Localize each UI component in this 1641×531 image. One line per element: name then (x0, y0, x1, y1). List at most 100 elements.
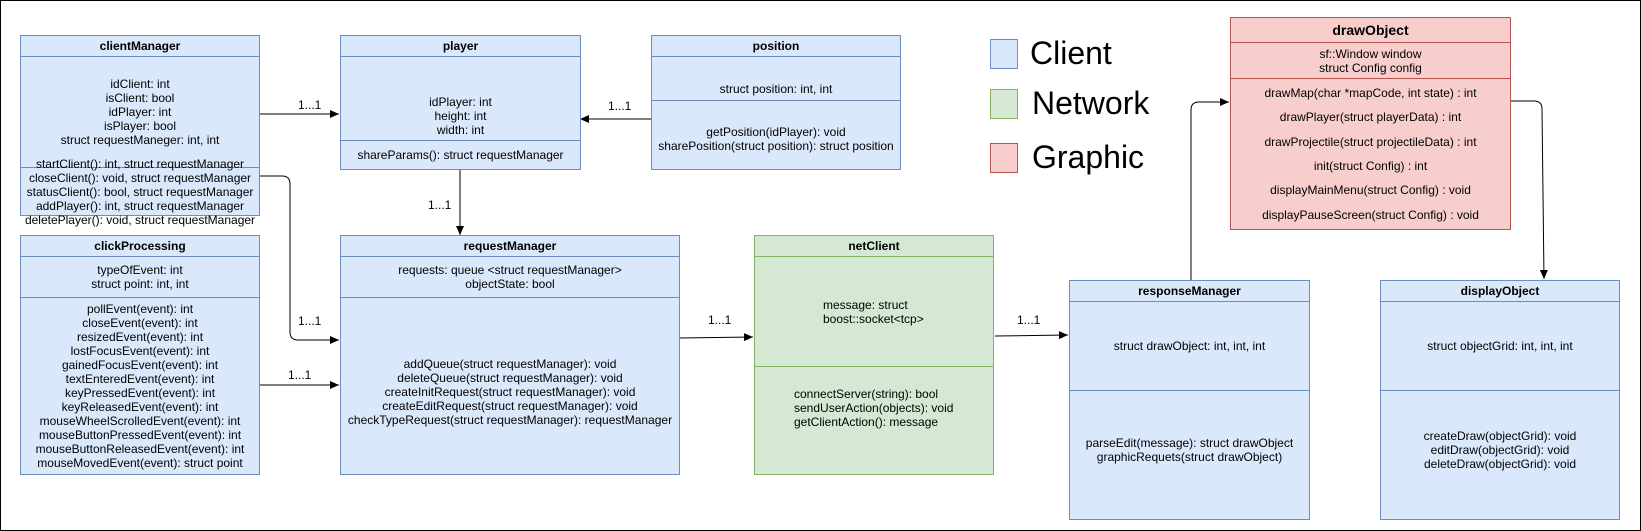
method: createInitRequest(struct requestManager)… (384, 385, 636, 399)
attribute: requests: queue <struct requestManager> (398, 263, 622, 277)
attributes-section: typeOfEvent: int struct point: int, int (21, 257, 259, 297)
method: deleteDraw(objectGrid): void (1423, 457, 1577, 471)
attribute: struct point: int, int (91, 277, 189, 291)
class-title: netClient (755, 236, 993, 257)
legend-swatch (990, 142, 1018, 173)
edge-drawobject-displayobject (1511, 100, 1548, 280)
class-title: clientManager (21, 36, 259, 57)
method: statusClient(): bool, struct requestMana… (26, 184, 254, 199)
method: createDraw(objectGrid): void (1423, 429, 1577, 443)
attribute: idPlayer: int (108, 105, 172, 119)
multiplicity-request-net: 1...1 (708, 313, 732, 327)
multiplicity-player-request: 1...1 (428, 198, 452, 212)
method: addPlayer(): int, struct requestManager (35, 198, 245, 213)
legend-label: Graphic (1032, 139, 1145, 175)
attribute: message: struct (823, 298, 908, 312)
method: addQueue(struct requestManager): void (403, 357, 617, 371)
class-title: displayObject (1381, 281, 1619, 302)
method: displayMainMenu(struct Config) : void (1270, 183, 1471, 198)
methods-section: startClient(): int, struct requestManage… (21, 157, 259, 227)
class-clientmanager[interactable]: clientManager idClient: int isClient: bo… (20, 35, 260, 227)
method: drawProjectile(struct projectileData) : … (1264, 134, 1477, 149)
attribute: isClient: bool (105, 91, 175, 105)
legend-swatch (990, 88, 1018, 119)
class-netclient[interactable]: netClient message: struct boost::socket<… (754, 235, 994, 475)
attributes-section: idClient: int isClient: bool idPlayer: i… (21, 57, 259, 167)
edge-clientmanager-requestmanager (260, 175, 339, 344)
method: keyPressedEvent(event): int (64, 386, 216, 400)
attribute: sf::Window window (1319, 46, 1422, 61)
method: mouseMovedEvent(event): struct point (37, 456, 243, 470)
attribute: struct objectGrid: int, int, int (1427, 339, 1573, 353)
methods-section: getPosition(idPlayer): void sharePositio… (652, 100, 900, 169)
attribute: height: int (434, 109, 487, 123)
methods-section: createDraw(objectGrid): void editDraw(ob… (1381, 390, 1619, 519)
legend-label: Network (1032, 85, 1150, 121)
legend-item-network: Network (990, 85, 1149, 122)
class-responsemanager[interactable]: responseManager struct drawObject: int, … (1069, 280, 1310, 520)
method: gainedFocusEvent(event): int (61, 358, 219, 372)
class-title: responseManager (1070, 281, 1309, 302)
method: closeEvent(event): int (82, 316, 198, 330)
edge-responsemanager-drawobject (1190, 98, 1229, 280)
legend-item-client: Client (990, 35, 1112, 72)
legend-swatch (990, 38, 1018, 69)
class-player[interactable]: player idPlayer: int height: int width: … (340, 35, 581, 170)
attributes-section: sf::Window window struct Config config (1231, 43, 1510, 78)
multiplicity-click-request: 1...1 (288, 368, 312, 382)
method: deleteQueue(struct requestManager): void (397, 371, 623, 385)
attributes-section: struct position: int, int (652, 57, 900, 120)
attribute: struct Config config (1319, 60, 1422, 75)
method: connectServer(string): bool (794, 386, 939, 401)
class-title: position (652, 36, 900, 57)
attribute: objectState: bool (465, 277, 555, 291)
method: closeClient(): void, struct requestManag… (28, 170, 252, 185)
method: lostFocusEvent(event): int (70, 344, 210, 358)
attributes-section: struct drawObject: int, int, int (1070, 302, 1309, 390)
attributes-section: requests: queue <struct requestManager> … (341, 257, 679, 297)
multiplicity-client-request: 1...1 (298, 314, 322, 328)
method: shareParams(): struct requestManager (357, 148, 564, 162)
methods-section: drawMap(char *mapCode, int state) : int … (1231, 78, 1510, 229)
class-requestmanager[interactable]: requestManager requests: queue <struct r… (340, 235, 680, 475)
class-drawobject[interactable]: drawObject sf::Window window struct Conf… (1230, 17, 1511, 230)
edge-netclient-responsemanager (994, 331, 1069, 340)
attribute: struct position: int, int (719, 81, 833, 96)
method: textEnteredEvent(event): int (65, 372, 215, 386)
method: drawPlayer(struct playerData) : int (1279, 110, 1462, 125)
attributes-section: idPlayer: int height: int width: int (341, 57, 580, 175)
method: editDraw(objectGrid): void (1430, 443, 1570, 457)
legend-item-graphic: Graphic (990, 139, 1144, 176)
attribute: width: int (436, 123, 485, 137)
attribute: boost::socket<tcp> (823, 312, 924, 326)
multiplicity-client-player: 1...1 (298, 98, 322, 112)
method: init(struct Config) : int (1313, 159, 1428, 174)
method: mouseWheelScrolledEvent(event): int (39, 414, 241, 428)
method: keyReleasedEvent(event): int (61, 400, 219, 414)
method: deletePlayer(): void, struct requestMana… (24, 212, 256, 227)
attribute: typeOfEvent: int (97, 263, 183, 277)
method: resizedEvent(event): int (76, 330, 204, 344)
class-position[interactable]: position struct position: int, int getPo… (651, 35, 901, 170)
class-clickprocessing[interactable]: clickProcessing typeOfEvent: int struct … (20, 235, 260, 475)
method: getPosition(idPlayer): void (706, 125, 846, 139)
multiplicity-net-response: 1...1 (1017, 313, 1041, 327)
method: mouseButtonPressedEvent(event): int (38, 428, 242, 442)
method: sharePosition(struct position): struct p… (658, 139, 894, 153)
attribute: idClient: int (110, 77, 170, 91)
class-title: drawObject (1231, 18, 1510, 43)
method: drawMap(char *mapCode, int state) : int (1264, 86, 1477, 101)
method: parseEdit(message): struct drawObject (1085, 436, 1294, 450)
methods-section: addQueue(struct requestManager): void de… (341, 297, 679, 474)
legend-label: Client (1030, 35, 1112, 71)
method: pollEvent(event): int (86, 302, 194, 316)
method: mouseButtonReleasedEvent(event): int (35, 442, 245, 456)
method: graphicRequets(struct drawObject) (1096, 450, 1283, 464)
class-displayobject[interactable]: displayObject struct objectGrid: int, in… (1380, 280, 1620, 520)
attribute: idPlayer: int (429, 95, 492, 109)
attribute: isPlayer: bool (103, 119, 177, 133)
multiplicity-position-player: 1...1 (608, 99, 632, 113)
methods-section: parseEdit(message): struct drawObject gr… (1070, 390, 1309, 519)
edge-requestmanager-netclient (679, 333, 754, 342)
